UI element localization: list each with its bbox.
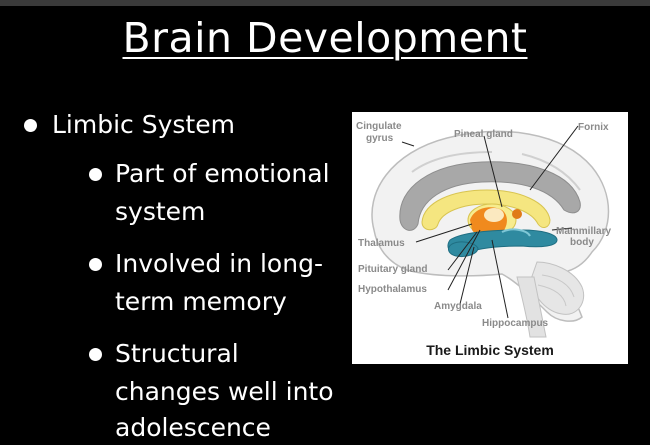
bullet-dot xyxy=(89,258,102,271)
label-hypothalamus: Hypothalamus xyxy=(358,284,427,295)
label-fornix: Fornix xyxy=(578,122,609,133)
brain-illustration xyxy=(371,125,610,338)
slide-title: Brain Development xyxy=(122,14,528,62)
label-pituitary-gland: Pituitary gland xyxy=(358,264,428,275)
brainstem xyxy=(516,276,547,338)
bullet-dot xyxy=(24,119,37,132)
window-top-bar xyxy=(0,0,650,6)
bullet-line: Involved in long- xyxy=(115,249,323,278)
bullet-emotional-system: Part of emotional system xyxy=(89,155,330,231)
fornix-shape xyxy=(421,189,551,231)
cingulate-gyrus-shape xyxy=(399,161,581,231)
label-hippocampus: Hippocampus xyxy=(482,318,549,329)
figure-caption: The Limbic System xyxy=(426,342,554,358)
label-body: body xyxy=(570,237,594,248)
bullet-line: system xyxy=(115,197,206,226)
label-mammillary: Mammillary xyxy=(556,226,612,237)
limbic-system-figure: Cingulate gyrus Pineal gland Fornix Mamm… xyxy=(352,112,628,364)
bullet-line: adolescence xyxy=(115,413,271,442)
bullet-dot xyxy=(89,348,102,361)
label-cingulate: Cingulate xyxy=(356,121,402,132)
bullet-long-term-memory: Involved in long- term memory xyxy=(89,245,323,321)
pineal-gland-shape xyxy=(512,209,522,219)
bullet-line: changes well into xyxy=(115,377,334,406)
label-thalamus: Thalamus xyxy=(358,238,405,249)
label-amygdala: Amygdala xyxy=(434,301,482,312)
bullet-line: term memory xyxy=(115,287,287,316)
bullet-line: Part of emotional xyxy=(115,159,330,188)
bullet-structural-changes: Structural changes well into adolescence xyxy=(89,335,334,445)
bullet-line: Structural xyxy=(115,339,239,368)
bullet-limbic-system: Limbic System xyxy=(24,106,235,144)
label-gyrus: gyrus xyxy=(366,133,394,144)
bullet-dot xyxy=(89,168,102,181)
bullet-line: Limbic System xyxy=(52,110,235,139)
label-pineal-gland: Pineal gland xyxy=(454,129,513,140)
